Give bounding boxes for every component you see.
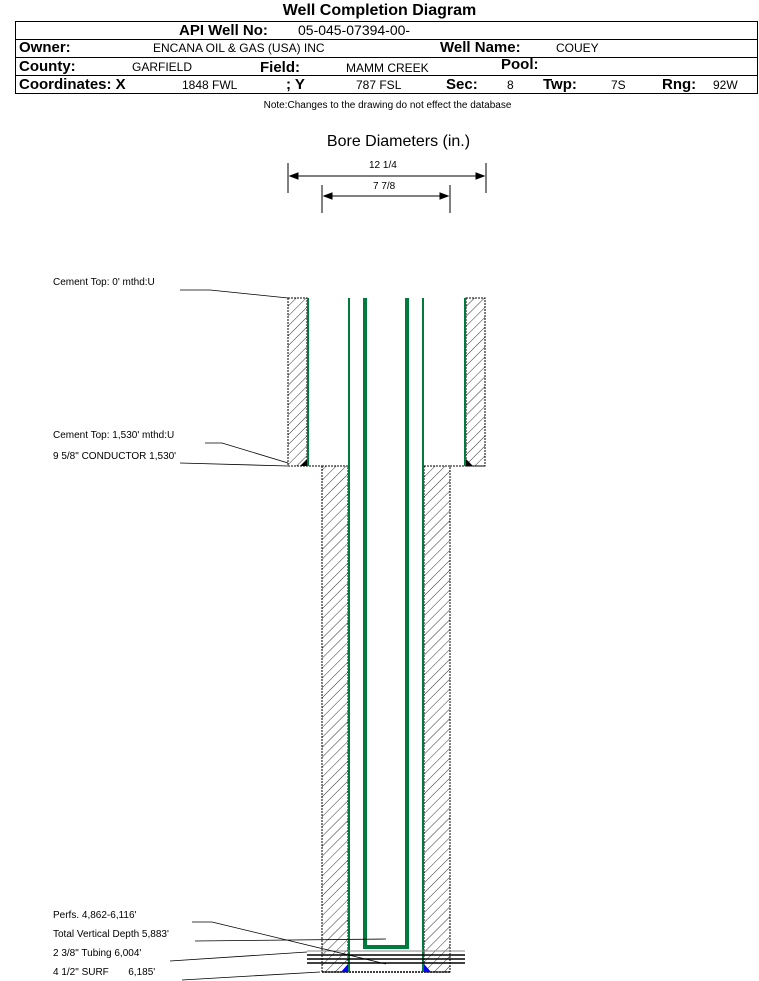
coord-x-value: 1848 FWL <box>182 78 238 92</box>
owner-label: Owner: <box>19 39 71 56</box>
bore-diameter-1: 12 1/4 <box>369 160 397 171</box>
dimension-lines <box>287 163 487 213</box>
perfs-label: Perfs. 4,862-6,116' <box>53 910 137 921</box>
cement-shoe-left <box>341 964 348 972</box>
conductor-cement <box>287 297 486 467</box>
well-name-label: Well Name: <box>440 39 521 56</box>
coordinates-row: Coordinates: X 1848 FWL ; Y 787 FSL Sec:… <box>16 76 757 93</box>
leader-lines <box>169 289 387 981</box>
bore-diameters-title: Bore Diameters (in.) <box>326 133 471 150</box>
tvd-label: Total Vertical Depth 5,883' <box>53 929 169 940</box>
coord-y-label: ; Y <box>286 76 305 93</box>
diagram-title: Well Completion Diagram <box>282 2 477 19</box>
api-row: API Well No: 05-045-07394-00- <box>16 22 757 40</box>
twp-value: 7S <box>611 78 626 92</box>
api-value: 05-045-07394-00- <box>298 22 411 38</box>
pool-label: Pool: <box>501 56 539 73</box>
county-row: County: GARFIELD Field: MAMM CREEK Pool: <box>16 56 757 76</box>
cement-top-2-label: Cement Top: 1,530' mthd:U <box>53 430 175 441</box>
surface-cement <box>321 465 451 973</box>
sec-value: 8 <box>507 78 514 92</box>
conductor-label: 9 5/8" CONDUCTOR 1,530' <box>53 451 177 462</box>
owner-row: Owner: ENCANA OIL & GAS (USA) INC Well N… <box>16 39 757 58</box>
cement-top-1-label: Cement Top: 0' mthd:U <box>53 277 155 288</box>
county-value: GARFIELD <box>132 60 193 74</box>
note-text: Note:Changes to the drawing do not effec… <box>263 100 512 111</box>
api-label: API Well No: <box>179 22 268 39</box>
cement-shoe-right <box>424 964 431 972</box>
coord-x-label: Coordinates: X <box>19 76 126 93</box>
well-header-table: API Well No: 05-045-07394-00- Owner: ENC… <box>15 21 758 94</box>
county-label: County: <box>19 58 76 75</box>
sec-label: Sec: <box>446 76 478 93</box>
tubing-label: 2 3/8" Tubing 6,004' <box>53 948 142 959</box>
bore-diameter-2: 7 7/8 <box>373 181 396 192</box>
surf-label: 4 1/2" SURF 6,185' <box>53 967 156 978</box>
field-label: Field: <box>260 59 300 76</box>
owner-value: ENCANA OIL & GAS (USA) INC <box>153 41 325 55</box>
coord-y-value: 787 FSL <box>356 78 402 92</box>
field-value: MAMM CREEK <box>346 61 429 75</box>
twp-label: Twp: <box>543 76 577 93</box>
well-name-value: COUEY <box>556 41 599 55</box>
tubing <box>363 298 409 949</box>
rng-value: 92W <box>713 78 738 92</box>
surface-casing <box>348 298 424 972</box>
rng-label: Rng: <box>662 76 697 93</box>
conductor-casing <box>307 298 466 466</box>
